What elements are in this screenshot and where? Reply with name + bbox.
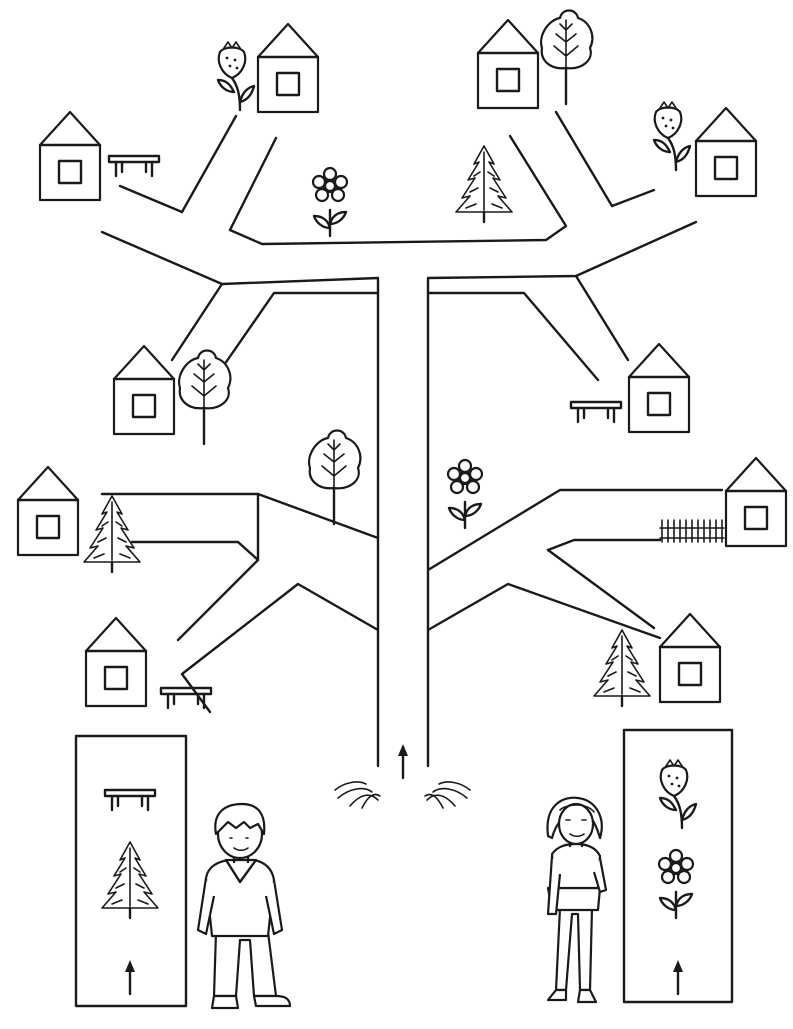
up-arrow-icon [123, 958, 137, 996]
flower-icon [311, 166, 349, 238]
house-icon [38, 110, 102, 202]
house-icon [84, 616, 148, 708]
house-icon [694, 106, 758, 198]
house-icon [476, 18, 540, 110]
bench-icon [107, 154, 161, 178]
deciduous-tree-icon [307, 429, 362, 526]
deciduous-tree-icon [177, 349, 232, 446]
strawberry-icon [658, 758, 698, 830]
fence-icon [659, 519, 725, 543]
strawberry-icon [216, 40, 256, 112]
house-icon [627, 342, 691, 434]
up-arrow-icon [671, 958, 685, 996]
house-icon [724, 456, 788, 548]
boy-figure [196, 802, 292, 1010]
fir-tree-icon [592, 628, 652, 708]
girl-figure [546, 796, 608, 1004]
house-icon [256, 22, 320, 114]
bench-icon [159, 686, 213, 710]
start-arrow-icon [396, 742, 410, 780]
house-icon [16, 465, 80, 557]
entrance-grass-left [334, 781, 381, 809]
flower-icon [657, 848, 695, 920]
boy-clue-card [74, 734, 188, 1008]
flower-icon [446, 458, 484, 530]
fir-tree-icon [100, 840, 160, 920]
fir-tree-icon [82, 494, 142, 574]
house-icon [112, 344, 176, 436]
bench-icon [103, 788, 157, 812]
entrance-grass-right [424, 781, 471, 809]
house-icon [658, 612, 722, 704]
bench-icon [569, 400, 623, 424]
road-network [100, 110, 724, 768]
strawberry-icon [652, 100, 692, 172]
deciduous-tree-icon [539, 9, 594, 106]
girl-clue-card [622, 728, 734, 1004]
fir-tree-icon [454, 144, 514, 224]
